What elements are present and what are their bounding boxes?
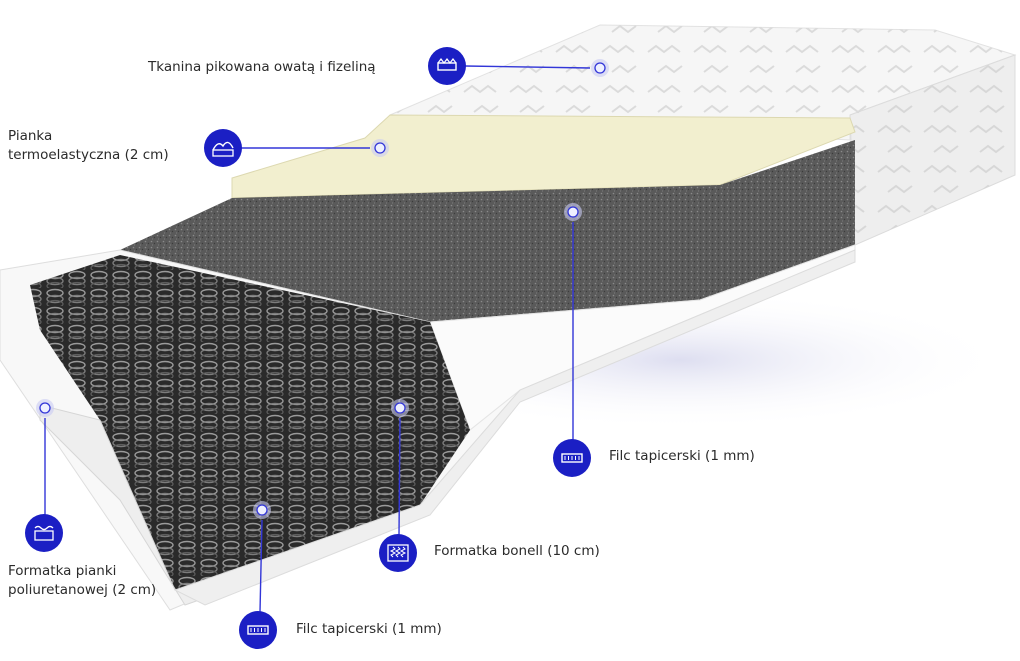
label-cover: Tkanina pikowana owatą i fizeliną (148, 58, 376, 77)
marker-dot (394, 402, 406, 414)
label-line: Pianka (8, 128, 53, 144)
felt-top-layer (120, 140, 855, 322)
felt-icon (247, 625, 269, 635)
label-line: Formatka pianki (8, 563, 117, 579)
badge (25, 514, 63, 552)
spring-icon (387, 544, 409, 562)
foam-wave-icon (34, 525, 54, 541)
leader-line (398, 417, 401, 536)
label-pu-foam: Formatka pianki poliuretanowej (2 cm) (8, 562, 156, 600)
label-felt-top: Filc tapicerski (1 mm) (609, 447, 755, 466)
label-line: termoelastyczna (2 cm) (8, 147, 169, 163)
badge (428, 47, 466, 85)
pu-foam-layer (39, 404, 207, 606)
marker-dot (39, 402, 51, 414)
label-line: Tkanina pikowana owatą i fizeliną (148, 59, 376, 75)
spring-core (30, 255, 470, 590)
badge (379, 534, 417, 572)
leader-line (259, 519, 263, 613)
callout-felt-bottom (239, 501, 277, 649)
callout-cover (428, 47, 609, 85)
label-line: Filc tapicerski (1 mm) (609, 448, 755, 464)
label-bonell: Formatka bonell (10 cm) (434, 542, 600, 561)
callout-bonell (379, 399, 417, 572)
marker-dot (567, 206, 579, 218)
marker-dot (256, 504, 268, 516)
callout-felt-top (553, 203, 591, 477)
callout-thermo-foam (204, 129, 389, 167)
marker-dot (374, 142, 386, 154)
thermo-foam-layer (231, 114, 856, 199)
label-felt-bottom: Filc tapicerski (1 mm) (296, 620, 442, 639)
marker-dot (594, 62, 606, 74)
memory-foam-icon (212, 141, 234, 157)
callout-pu-foam (25, 399, 63, 552)
label-line: Formatka bonell (10 cm) (434, 543, 600, 559)
quilted-fabric-icon (437, 58, 457, 71)
label-line: poliuretanowej (2 cm) (8, 582, 157, 598)
label-line: Filc tapicerski (1 mm) (296, 621, 442, 637)
label-thermo-foam: Pianka termoelastyczna (2 cm) (8, 127, 169, 165)
leader-line (464, 65, 591, 69)
felt-icon (561, 453, 583, 463)
badge (204, 129, 242, 167)
